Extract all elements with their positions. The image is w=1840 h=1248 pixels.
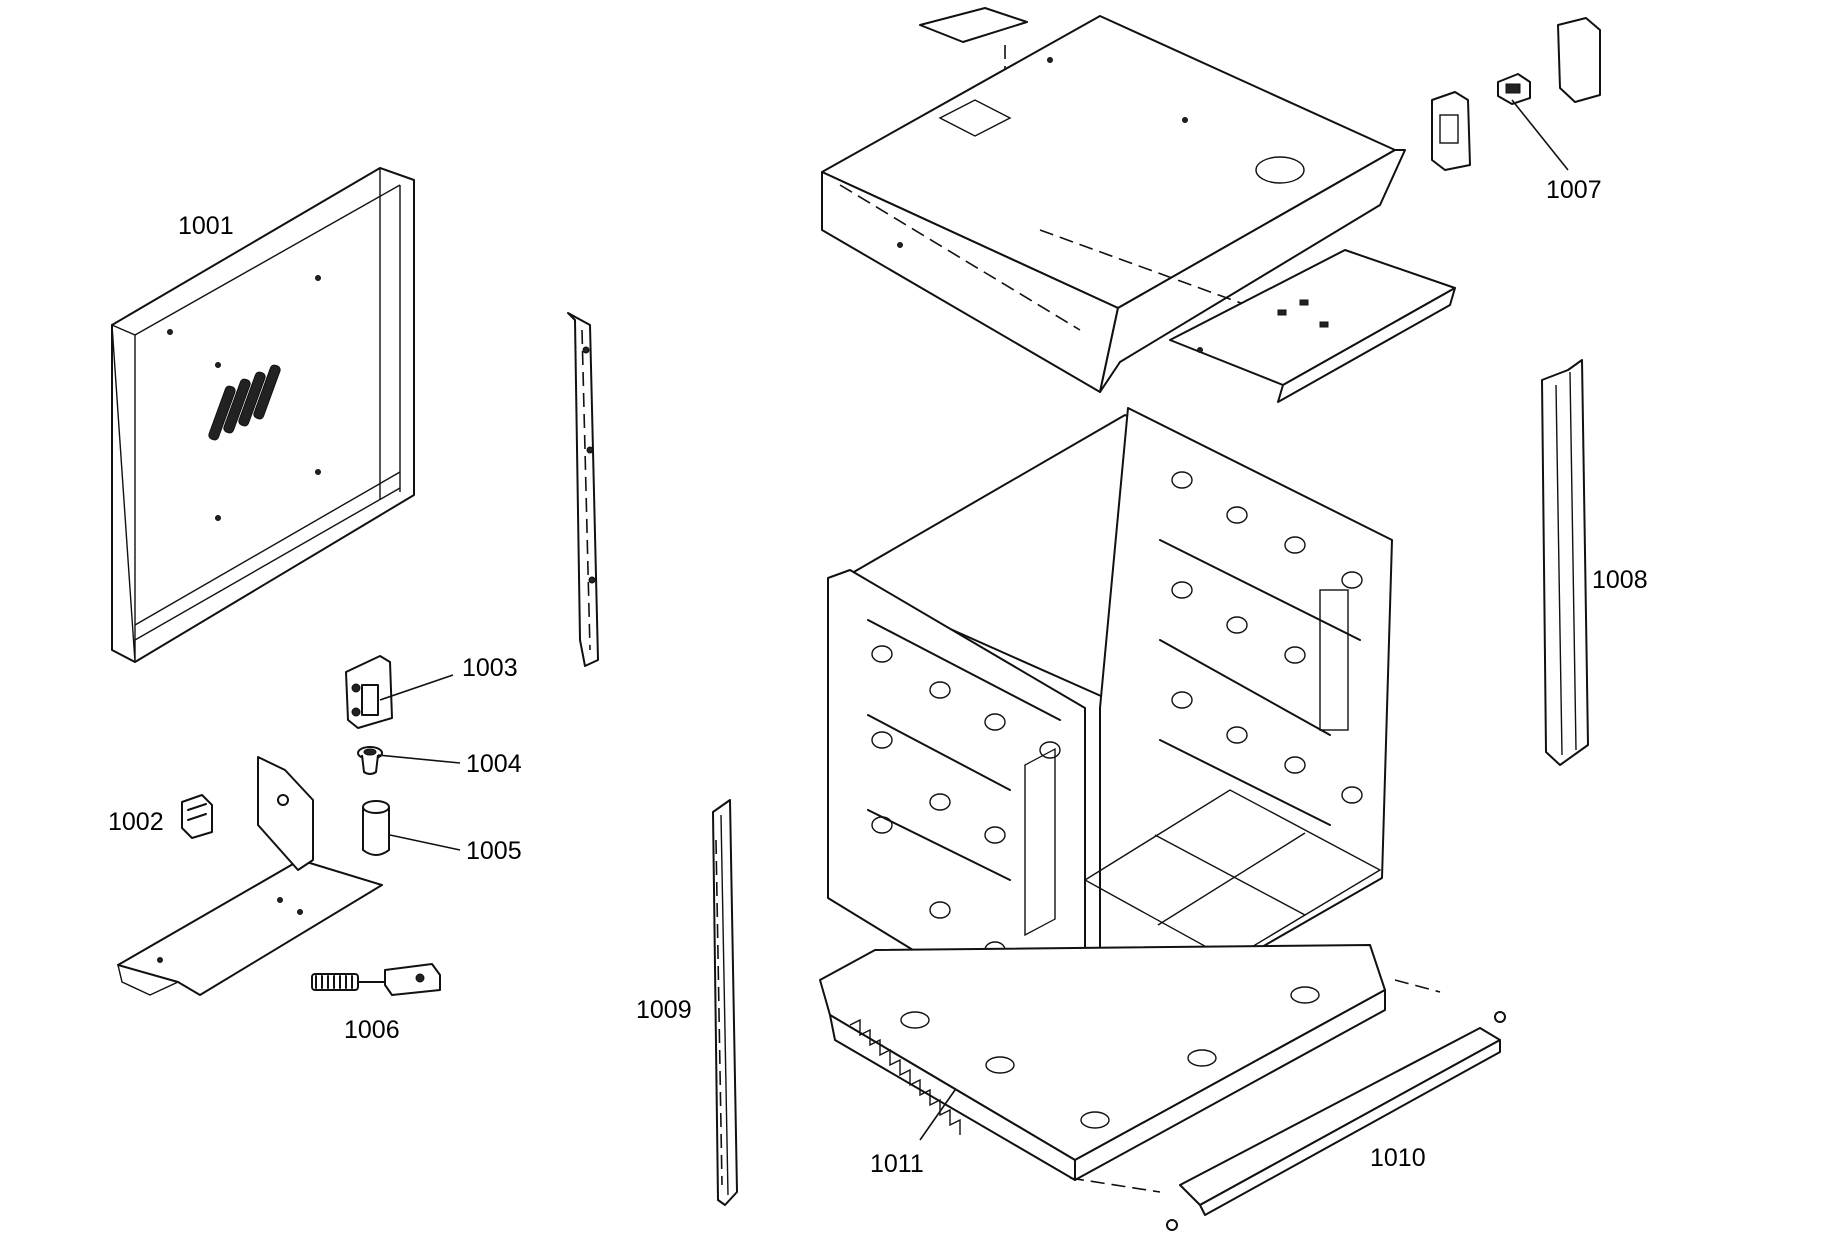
callout-label-1010: 1010 xyxy=(1370,1144,1426,1172)
part-1006-latch xyxy=(311,963,441,996)
oven-cavity-frame xyxy=(827,407,1393,1041)
callout-1005: 1005 xyxy=(389,834,522,865)
terminal-bracket xyxy=(1431,91,1471,171)
callout-1003: 1003 xyxy=(379,654,518,701)
side-trim-strip xyxy=(567,312,599,667)
callout-1011: 1011 xyxy=(870,1089,956,1178)
right-wall-burners xyxy=(1171,471,1363,804)
top-cover-assembly xyxy=(821,7,1406,393)
part-1009-front-trim xyxy=(712,799,738,1206)
callout-label-1009: 1009 xyxy=(636,996,692,1024)
callout-label-1007: 1007 xyxy=(1546,176,1602,204)
callout-label-1008: 1008 xyxy=(1592,566,1648,594)
callout-label-1001: 1001 xyxy=(178,212,234,240)
part-1007-switch xyxy=(1497,73,1531,105)
part-1011-bottom-pan xyxy=(819,944,1386,1181)
tray-shield xyxy=(1169,249,1456,403)
vent-slots xyxy=(208,364,281,441)
callout-1008: 1008 xyxy=(1592,566,1648,594)
callout-label-1005: 1005 xyxy=(466,837,522,865)
part-1010-kick-strip xyxy=(1069,979,1506,1231)
part-1003-hinge-bracket xyxy=(345,655,393,729)
callout-1007: 1007 xyxy=(1511,99,1602,204)
callout-label-1011: 1011 xyxy=(870,1150,924,1178)
part-1008-side-trim xyxy=(1541,359,1589,766)
callout-label-1003: 1003 xyxy=(462,654,518,682)
callout-1004: 1004 xyxy=(377,750,522,778)
callout-1010: 1010 xyxy=(1370,1144,1426,1172)
callout-label-1004: 1004 xyxy=(466,750,522,778)
callout-1009: 1009 xyxy=(636,996,692,1024)
support-bracket-plate xyxy=(117,756,383,996)
callout-label-1002: 1002 xyxy=(108,808,164,836)
part-1002-clip xyxy=(181,794,213,839)
callout-1001: 1001 xyxy=(178,212,234,240)
callout-1002: 1002 xyxy=(108,808,164,836)
part-1001-rear-panel xyxy=(111,167,415,663)
cover-plate-small xyxy=(1557,17,1601,103)
part-1005-cylinder xyxy=(362,800,390,856)
callout-1006: 1006 xyxy=(344,1016,400,1044)
callout-label-1006: 1006 xyxy=(344,1016,400,1044)
part-1004-cap xyxy=(357,746,383,775)
